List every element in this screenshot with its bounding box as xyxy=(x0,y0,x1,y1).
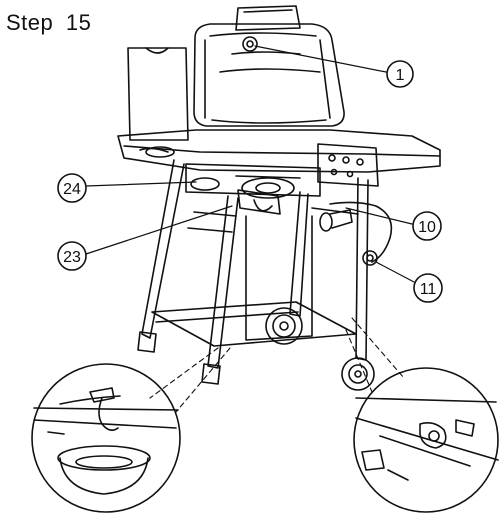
callout-11: 11 xyxy=(413,273,443,303)
callout-10-label: 10 xyxy=(418,219,436,236)
callout-10: 10 xyxy=(412,211,442,241)
step-label: Step xyxy=(6,10,54,35)
callout-11-label: 11 xyxy=(420,281,437,298)
callout-leaders xyxy=(85,45,415,283)
callout-1-label: 1 xyxy=(396,67,405,84)
callout-23-label: 23 xyxy=(63,249,81,266)
cart-frame xyxy=(137,159,369,385)
grill-lid xyxy=(193,5,345,127)
detail-circle-regulator xyxy=(353,367,499,513)
callout-1: 1 xyxy=(386,60,414,88)
side-panel-sheet xyxy=(127,47,189,141)
detail-leaders xyxy=(149,317,405,413)
callout-23: 23 xyxy=(57,241,87,271)
callout-24-label: 24 xyxy=(63,181,81,198)
detail-circle-grease-cup xyxy=(31,363,181,513)
step-heading: Step 15 xyxy=(6,10,91,36)
gas-hose xyxy=(319,201,393,266)
side-shelves xyxy=(117,129,441,187)
grease-tray-bracket xyxy=(237,189,281,215)
wheels xyxy=(265,307,375,391)
callout-24: 24 xyxy=(57,173,87,203)
step-number: 15 xyxy=(65,10,92,35)
